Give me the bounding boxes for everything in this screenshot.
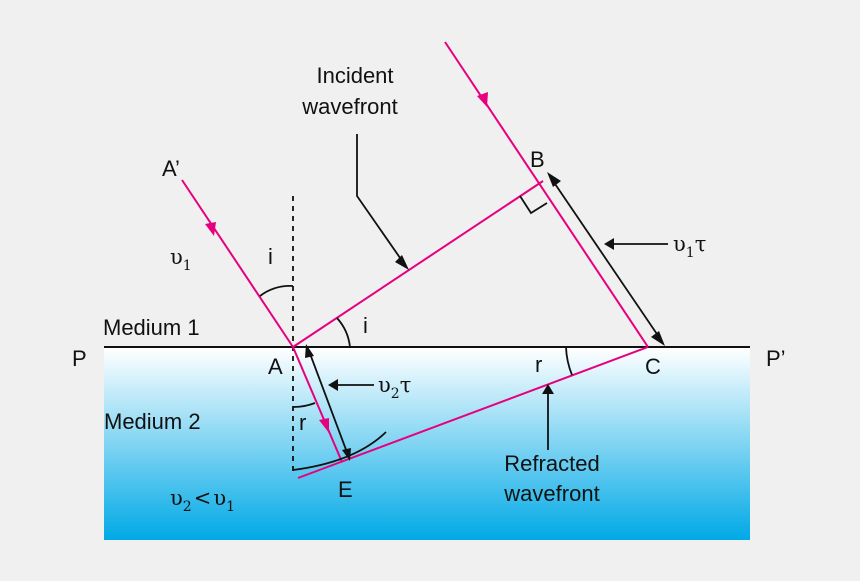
refracted-ray [292, 346, 343, 463]
point-label-P-prime: P’ [766, 346, 786, 371]
medium-1-label: Medium 1 [103, 315, 200, 340]
pointer-head-v1tau [604, 238, 614, 250]
angle-label-i-wavefront: i [363, 313, 368, 338]
distance-arrow-head-A [305, 344, 314, 358]
v1tau-label: υ1τ [673, 232, 706, 261]
angle-label-r-refracted: r [299, 410, 306, 435]
pointer-head-refracted-wavefront [542, 384, 554, 394]
point-label-P: P [72, 346, 87, 371]
pointer-head-v2tau [328, 379, 338, 391]
incident-wavefront-label-line1: Incident [316, 63, 393, 88]
refracted-wavefront-label-line1: Refracted [504, 451, 599, 476]
distance-arrow-v1tau [550, 177, 662, 341]
angle-label-i-incident: i [268, 244, 273, 269]
velocity-relation-label: υ2<υ1 [170, 486, 235, 515]
point-label-A: A [268, 354, 283, 379]
velocity-v1-label: υ1 [170, 245, 192, 274]
distance-arrow-head-E [342, 448, 351, 461]
incident-wavefront-line [292, 180, 544, 348]
arrow-refracted-ray [319, 418, 329, 433]
arrow-incident-ray-C [477, 92, 488, 107]
point-label-B: B [530, 147, 545, 172]
refracted-wavefront-label-line2: wavefront [503, 481, 599, 506]
distance-arrow-head-C [651, 331, 665, 346]
point-label-E: E [338, 477, 353, 502]
incident-ray-A [181, 179, 294, 348]
medium-2-region [104, 348, 750, 540]
incident-wavefront-label-line2: wavefront [301, 94, 397, 119]
point-label-A-prime: A’ [162, 156, 180, 181]
distance-arrow-v2tau [308, 350, 349, 456]
angle-arc-i-wavefront [336, 317, 351, 348]
distance-arrow-head-B [547, 172, 561, 187]
refracted-wavefront-line [297, 346, 649, 479]
angle-label-r-wavefront: r [535, 352, 542, 377]
pointer-incident-wavefront [356, 134, 406, 266]
incident-ray-C [444, 41, 649, 348]
angle-arc-r-refracted [292, 402, 316, 408]
arrow-incident-ray-A [205, 222, 216, 236]
angle-arc-i-incident [259, 285, 294, 297]
right-angle-marker [519, 195, 548, 215]
angle-arc-r-wavefront [565, 346, 573, 376]
v2tau-label: υ2τ [378, 373, 411, 402]
pointer-head-incident-wavefront [395, 255, 409, 270]
point-label-C: C [645, 354, 661, 379]
medium-2-label: Medium 2 [104, 409, 201, 434]
